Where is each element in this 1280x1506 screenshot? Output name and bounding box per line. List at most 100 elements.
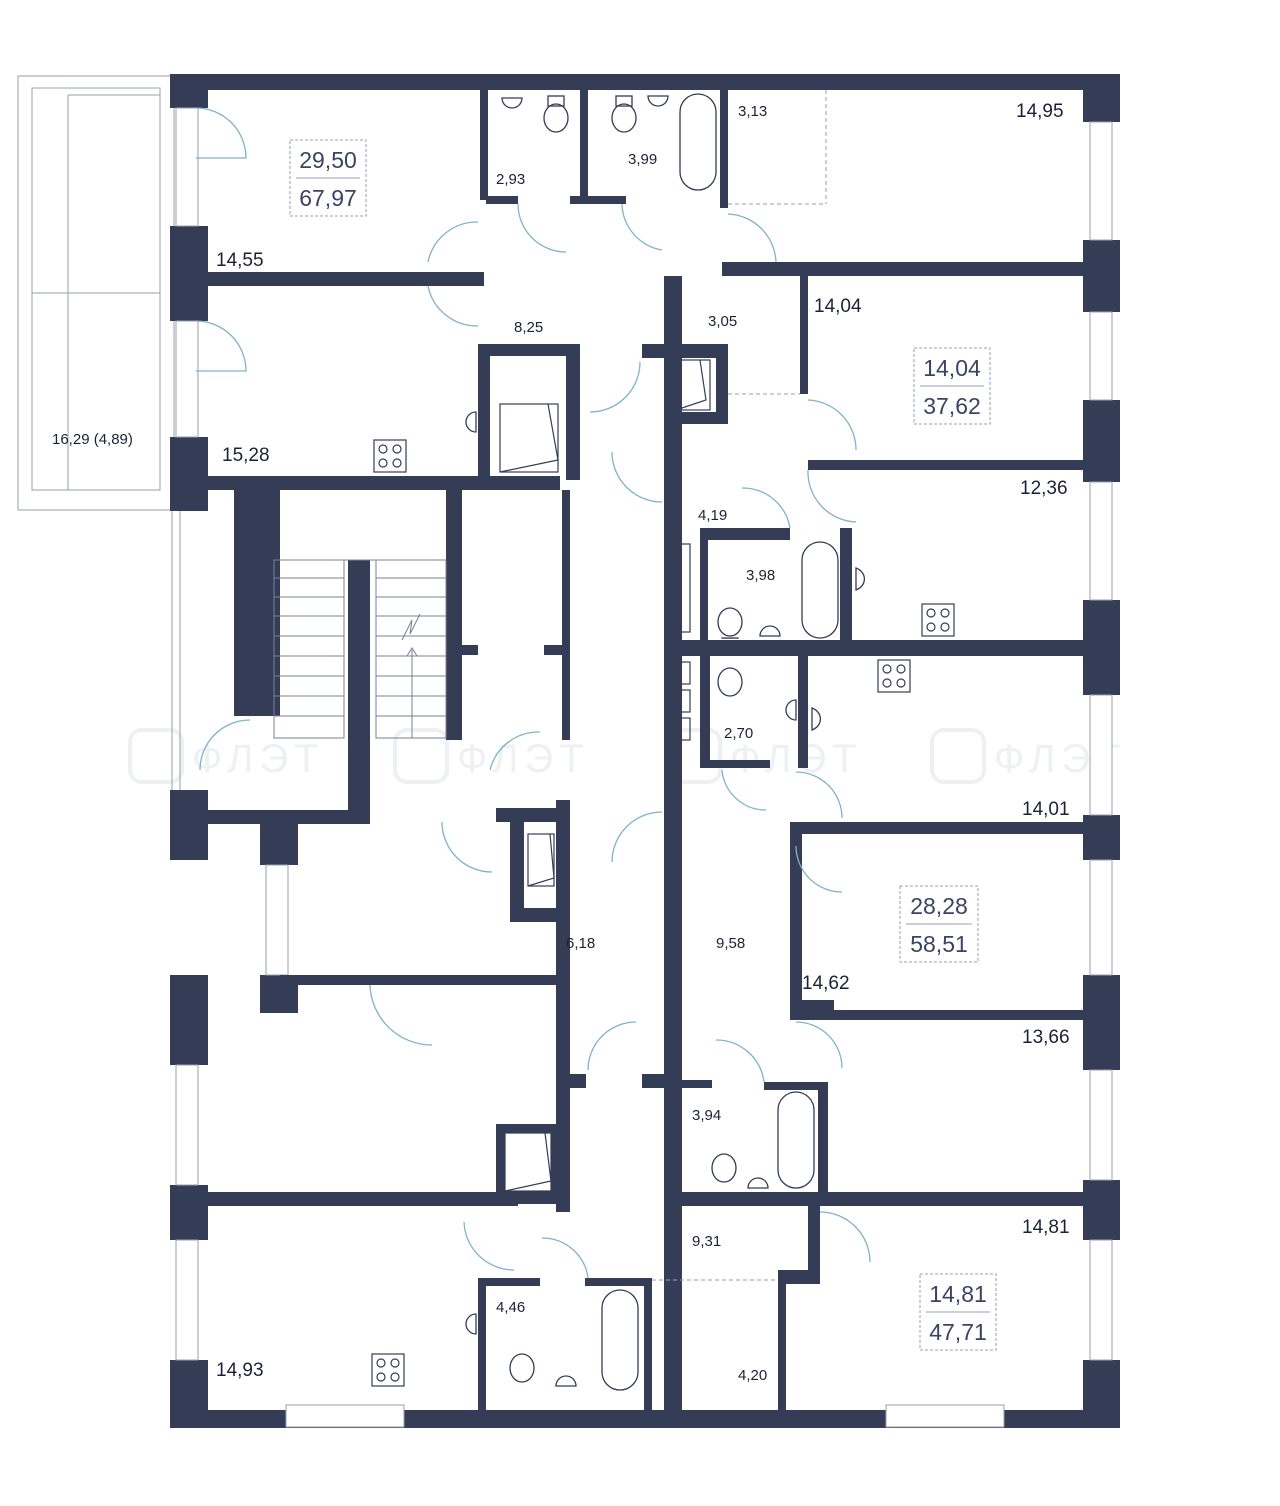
staircase: [273, 559, 447, 739]
door-10: [807, 399, 857, 451]
apartment-box-1: 29,50 67,97: [289, 139, 367, 217]
room-area-label: 12,36: [1020, 478, 1068, 499]
door-8: [589, 361, 641, 413]
door-15: [441, 821, 493, 873]
sink-icon: [465, 1313, 477, 1335]
room-area-label: 6,18: [566, 935, 595, 952]
door-4: [427, 285, 479, 327]
flat-logo-icon: [128, 728, 184, 784]
stove-icon-4: [371, 1353, 405, 1387]
apartment-total-area: 37,62: [923, 393, 981, 419]
apartment-box-4: 14,81 47,71: [919, 1273, 997, 1351]
door-6: [621, 203, 663, 251]
room-area-label: 9,31: [692, 1233, 721, 1250]
watermark-text-2: ФЛЭТ: [457, 737, 590, 781]
sink-icon: [555, 1375, 577, 1387]
toilet-icon: [611, 103, 637, 133]
door-24: [463, 1221, 515, 1271]
room-area-label: 3,05: [708, 313, 737, 330]
room-area-label: 14,04: [814, 296, 862, 317]
kitchen-sink-icon: [855, 567, 865, 591]
bathtub-icon: [679, 93, 717, 191]
door-3: [427, 221, 479, 263]
sink-icon: [785, 699, 797, 721]
door-9: [611, 451, 663, 503]
watermark-3: ФЛЭТ: [666, 728, 863, 784]
apartment-living-area: 14,81: [929, 1281, 987, 1307]
apartment-living-area: 14,04: [923, 355, 981, 381]
room-area-label: 13,66: [1022, 1027, 1070, 1048]
room-area-label: 2,70: [724, 725, 753, 742]
toilet-tank-icon: [615, 95, 633, 107]
bathtub-icon: [601, 1289, 639, 1391]
room-area-label: 9,58: [716, 935, 745, 952]
dashed-partitions: [652, 90, 827, 1281]
room-area-label: 14,95: [1016, 101, 1064, 122]
toilet-icon: [717, 667, 743, 697]
door-17: [611, 811, 663, 863]
toilet-icon: [711, 1153, 737, 1183]
door-23: [795, 1021, 843, 1069]
room-area-label: 14,01: [1022, 799, 1070, 820]
room-area-label: 3,13: [738, 103, 767, 120]
fixtures: [465, 93, 865, 1391]
interior-walls: [170, 90, 1090, 1412]
door-5: [517, 203, 567, 253]
door-19: [795, 845, 843, 893]
doors: [195, 107, 871, 1279]
watermark-2: ФЛЭТ: [393, 728, 590, 784]
door-1: [195, 107, 247, 159]
door-21: [587, 1021, 637, 1071]
toilet-icon: [717, 607, 743, 637]
door-18: [795, 771, 843, 819]
watermark-1: ФЛЭТ: [128, 728, 325, 784]
door-12: [741, 487, 791, 529]
flat-logo-icon: [930, 728, 986, 784]
stove-icon-3: [877, 659, 911, 693]
door-2: [195, 320, 247, 372]
door-22: [715, 1039, 765, 1083]
room-area-label: 14,81: [1022, 1217, 1070, 1238]
watermark-text-1: ФЛЭТ: [192, 737, 325, 781]
toilet-tank-icon: [547, 95, 565, 107]
door-14: [489, 731, 541, 771]
sink-icon: [647, 95, 669, 107]
door-16: [721, 769, 767, 811]
room-area-label: 4,46: [496, 1299, 525, 1316]
room-area-label: 14,93: [216, 1360, 264, 1381]
toilet-icon: [509, 1353, 535, 1383]
room-area-label: 4,19: [698, 507, 727, 524]
door-25: [541, 1237, 589, 1279]
door-20: [369, 984, 433, 1046]
bathtub-icon: [801, 541, 839, 639]
shafts: [499, 359, 711, 1192]
balcony-area-label: 16,29 (4,89): [52, 431, 133, 448]
stove-icon-2: [921, 603, 955, 637]
room-area-label: 4,20: [738, 1367, 767, 1384]
apartment-total-area: 47,71: [929, 1319, 987, 1345]
apartment-box-3: 28,28 58,51: [899, 885, 979, 963]
kitchen-sink-icon: [811, 707, 821, 731]
stove-icon-1: [373, 439, 407, 473]
watermark-text-3: ФЛЭТ: [730, 737, 863, 781]
windows: [175, 107, 1113, 1428]
room-labels: 2,93 3,99 3,13 14,95 14,55 8,25 3,05 14,…: [216, 101, 1070, 1384]
bathtub-icon: [777, 1091, 815, 1189]
room-area-label: 3,94: [692, 1107, 721, 1124]
flat-logo-icon: [393, 728, 449, 784]
sink-icon: [759, 625, 781, 637]
room-area-label: 3,98: [746, 567, 775, 584]
room-area-label: 14,62: [802, 973, 850, 994]
sink-icon: [747, 1177, 769, 1189]
balcony: [17, 75, 181, 790]
apartment-total-area: 67,97: [299, 185, 357, 211]
sink-icon: [501, 97, 523, 109]
room-area-label: 8,25: [514, 319, 543, 336]
room-area-label: 15,28: [222, 445, 270, 466]
apartment-living-area: 29,50: [299, 147, 357, 173]
apartment-box-2: 14,04 37,62: [913, 347, 991, 425]
toilet-icon: [543, 103, 569, 133]
room-area-label: 14,55: [216, 250, 264, 271]
door-11: [807, 469, 857, 523]
